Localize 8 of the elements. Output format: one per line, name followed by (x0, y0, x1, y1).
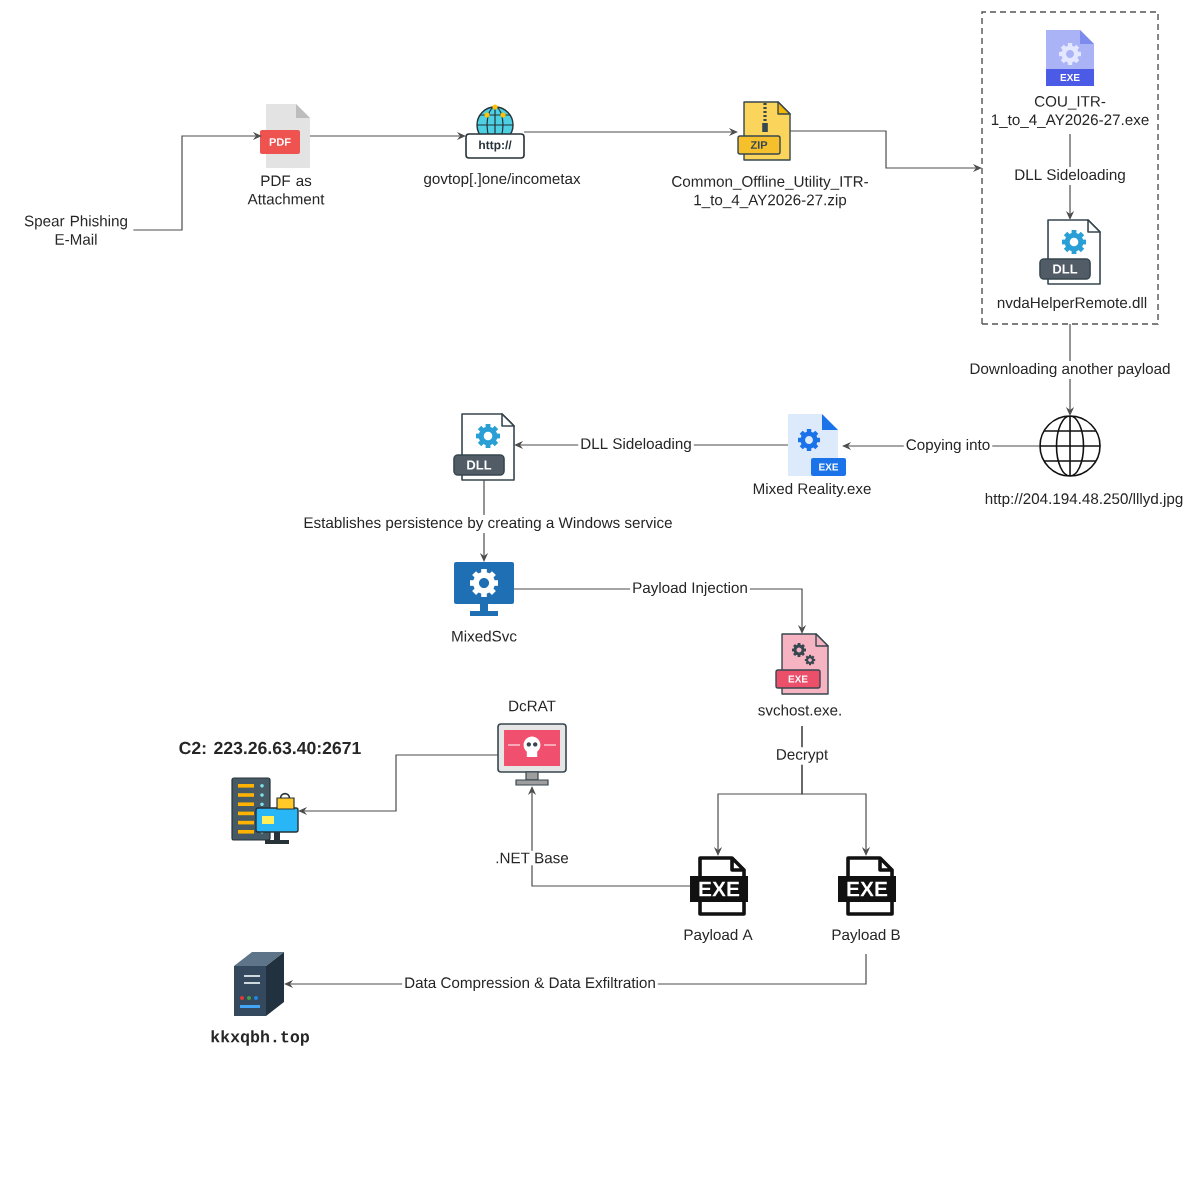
arrow (132, 131, 262, 231)
node-label: C2: 223.26.63.40:2671 (179, 741, 361, 755)
arrow (298, 754, 499, 816)
dll-file-icon (453, 413, 515, 481)
dashed-frame (981, 11, 1159, 325)
arrow (801, 725, 871, 856)
arrow (527, 786, 691, 887)
node-label: kkxqbh.top (211, 1030, 309, 1046)
